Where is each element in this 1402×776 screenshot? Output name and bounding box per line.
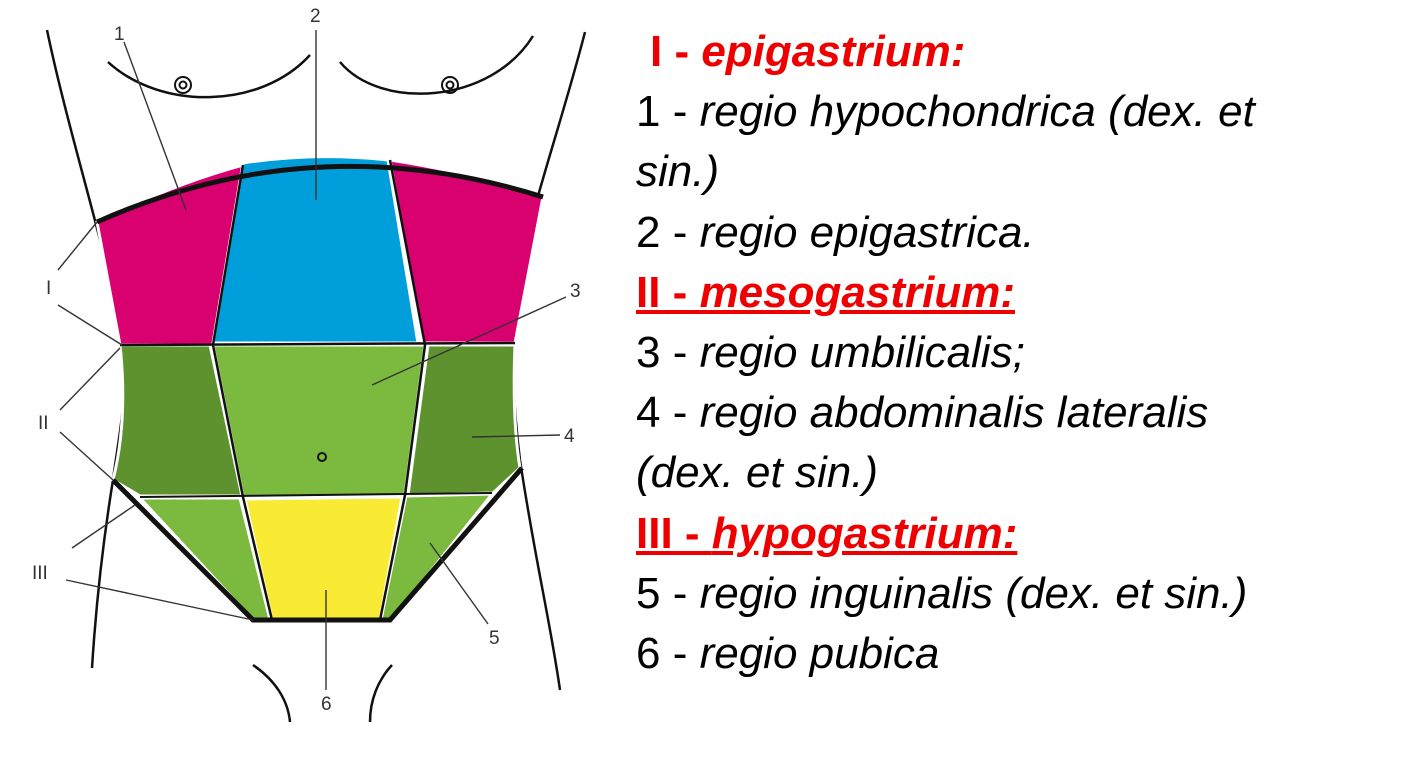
- legend-item-4-cont: (dex. et sin.): [636, 443, 1255, 503]
- legend-item-5: 5 - regio inguinalis (dex. et sin.): [636, 564, 1255, 624]
- boundary-lines: [95, 159, 544, 623]
- zone-number: I -: [650, 27, 702, 76]
- nipples: [174, 76, 459, 94]
- item-number: 6 -: [636, 629, 700, 679]
- label-2: 2: [310, 6, 321, 27]
- label-5: 5: [489, 628, 500, 649]
- item-name: regio pubica: [699, 629, 940, 679]
- item-name: regio epigastrica.: [699, 207, 1035, 257]
- legend-item-1: 1 - regio hypochondrica (dex. et: [636, 82, 1255, 142]
- item-number: 4 -: [636, 388, 700, 438]
- region-2-epigastric: [211, 155, 420, 345]
- label-1: 1: [114, 24, 125, 45]
- item-number: 1 -: [636, 87, 700, 137]
- legend-item-1-cont: sin.): [636, 142, 1255, 202]
- label-zone-I: I: [46, 278, 51, 299]
- legend-item-3: 3 - regio umbilicalis;: [636, 323, 1255, 383]
- legend-zone-3: III - hypogastrium:: [636, 504, 1255, 564]
- zone-name: hypogastrium:: [711, 508, 1018, 558]
- zone-number: III -: [636, 508, 712, 558]
- legend-item-6: 6 - regio pubica: [636, 624, 1255, 684]
- label-4: 4: [564, 426, 575, 447]
- abdominal-regions-diagram: 1 2 3 4 5 6 I II III: [32, 6, 587, 723]
- zone-name: mesogastrium:: [699, 267, 1015, 317]
- legend-item-2: 2 - regio epigastrica.: [636, 203, 1255, 263]
- item-number: 5 -: [636, 568, 700, 618]
- item-name: regio hypochondrica (dex. et: [699, 87, 1255, 137]
- zone-name: epigastrium:: [701, 27, 966, 76]
- region-3-umbilical: [211, 343, 427, 499]
- label-zone-III: III: [32, 563, 48, 584]
- label-zone-II: II: [38, 413, 49, 434]
- navel-icon: [317, 452, 327, 462]
- item-number: 3 -: [636, 328, 700, 378]
- legend: I - epigastrium: 1 - regio hypochondrica…: [636, 22, 1255, 684]
- item-number: 2 -: [636, 207, 700, 257]
- leader-lines: [57, 30, 567, 690]
- region-4-right-lateral: [406, 343, 522, 497]
- legend-zone-1: I - epigastrium:: [636, 22, 1255, 82]
- item-name: regio umbilicalis;: [699, 328, 1025, 378]
- item-name-cont: (dex. et sin.): [636, 448, 879, 498]
- label-6: 6: [321, 694, 332, 715]
- legend-zone-2: II - mesogastrium:: [636, 263, 1255, 323]
- item-name-cont: sin.): [636, 147, 720, 197]
- item-name: regio abdominalis lateralis: [699, 388, 1209, 438]
- zone-number: II -: [636, 267, 700, 317]
- item-name: regio inguinalis (dex. et sin.): [699, 568, 1248, 618]
- legend-item-4: 4 - regio abdominalis lateralis: [636, 383, 1255, 443]
- label-3: 3: [570, 281, 581, 302]
